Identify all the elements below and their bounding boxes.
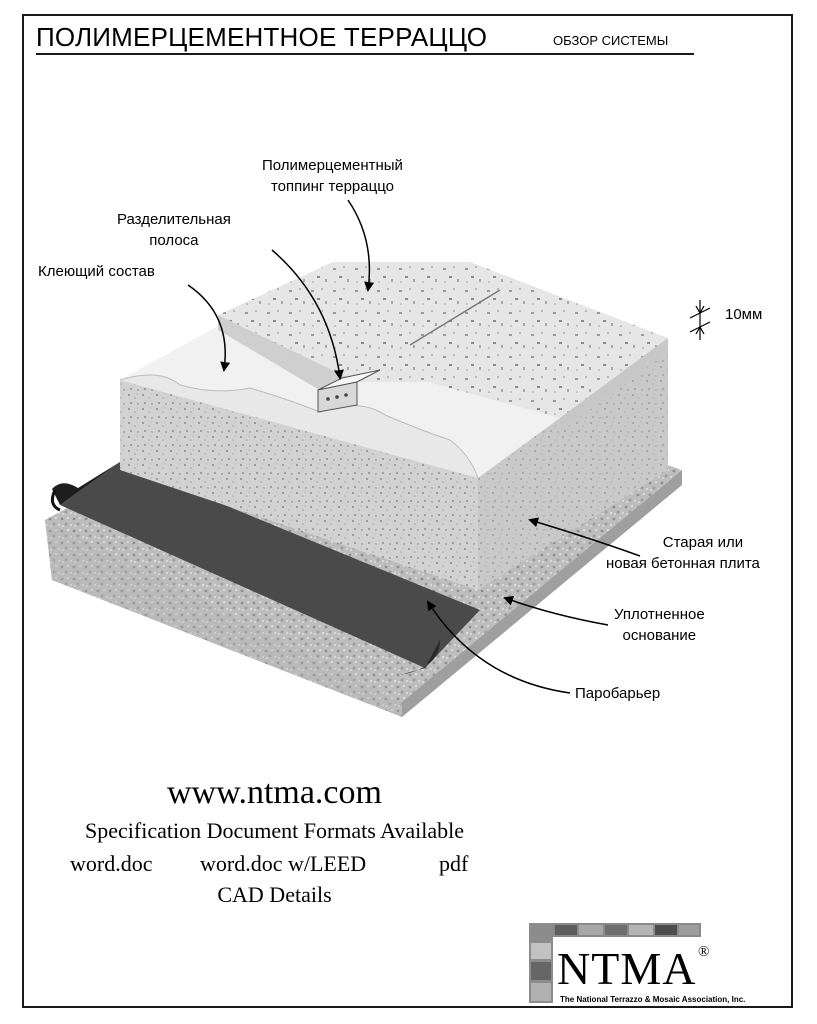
title-underline bbox=[36, 53, 694, 55]
label-topping: Полимерцементный топпинг терраццо bbox=[262, 155, 403, 197]
thickness-dimension bbox=[689, 300, 711, 340]
leader-slab bbox=[528, 517, 641, 557]
callout-leaders bbox=[187, 199, 641, 694]
website-link[interactable]: www.ntma.com bbox=[167, 774, 382, 811]
format-pdf[interactable]: pdf bbox=[439, 851, 469, 876]
label-slab-line1: Старая или bbox=[662, 534, 744, 551]
ntma-registered-mark: ® bbox=[698, 944, 710, 960]
label-topping-line2: топпинг терраццо bbox=[270, 178, 394, 195]
label-divider-line2: полоса bbox=[149, 232, 199, 249]
page-title: ПОЛИМЕРЦЕМЕНТНОЕ ТЕРРАЦЦО bbox=[36, 22, 488, 52]
format-word-doc[interactable]: word.doc bbox=[70, 851, 153, 876]
label-slab: Старая или новая бетонная плита bbox=[606, 532, 760, 574]
page-subtitle: ОБЗОР СИСТЕМЫ bbox=[553, 33, 669, 48]
ntma-logo-mark bbox=[529, 923, 701, 1003]
format-word-doc-leed[interactable]: word.doc w/LEED bbox=[200, 851, 367, 876]
leader-divider bbox=[271, 249, 344, 380]
leader-base bbox=[503, 596, 609, 626]
label-divider: Разделительная полоса bbox=[117, 209, 231, 251]
label-vapor: Паробарьер bbox=[575, 685, 661, 702]
terrazzo-topping-layer bbox=[218, 262, 668, 432]
spec-formats-heading: Specification Document Formats Available bbox=[85, 818, 464, 843]
leader-vapor bbox=[426, 600, 571, 694]
label-base-line2: основание bbox=[622, 627, 697, 644]
label-thickness: 10мм bbox=[725, 306, 763, 323]
page-frame bbox=[22, 14, 793, 1008]
cad-details-link[interactable]: CAD Details bbox=[217, 882, 332, 907]
label-base-line1: Уплотненное bbox=[614, 606, 705, 623]
label-slab-line2: новая бетонная плита bbox=[606, 555, 760, 572]
label-adhesive: Клеющий состав bbox=[38, 263, 155, 280]
vapor-barrier-layer bbox=[50, 462, 480, 675]
leader-topping bbox=[347, 199, 375, 292]
label-base: Уплотненное основание bbox=[614, 604, 705, 646]
label-divider-line1: Разделительная bbox=[117, 211, 231, 228]
ntma-logo-text: NTMA bbox=[557, 943, 697, 994]
divider-strip bbox=[317, 369, 381, 413]
concrete-slab-layer bbox=[120, 338, 668, 590]
label-topping-line1: Полимерцементный bbox=[262, 157, 403, 174]
ntma-full-name: The National Terrazzo & Mosaic Associati… bbox=[560, 995, 746, 1004]
leader-adhesive bbox=[187, 284, 231, 372]
